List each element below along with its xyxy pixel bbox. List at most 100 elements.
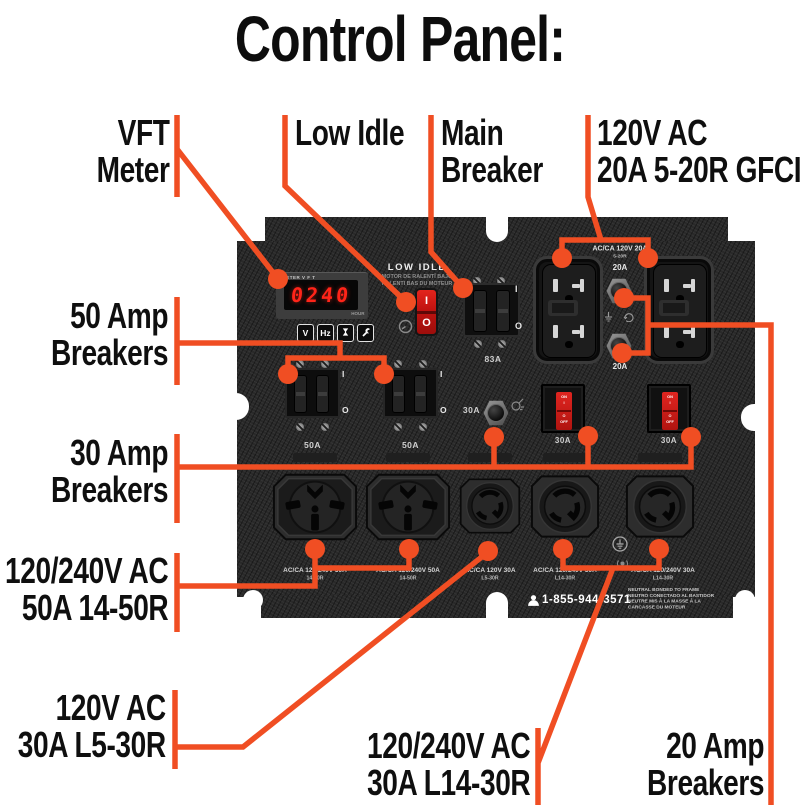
low-rpm-gauge-icon bbox=[398, 319, 413, 339]
breaker-on-mark: I bbox=[440, 369, 443, 379]
breaker-lever[interactable] bbox=[473, 290, 487, 332]
breaker-50a[interactable]: I O 50A bbox=[383, 360, 447, 452]
gfci-test-reset-buttons[interactable] bbox=[659, 300, 689, 316]
plug-symbol-icon bbox=[511, 398, 526, 417]
screw-icon bbox=[394, 360, 402, 368]
reset-arrow-icon bbox=[623, 309, 635, 327]
breaker-lever[interactable] bbox=[414, 375, 427, 413]
outlet-label-sub: L5-30R bbox=[481, 574, 499, 581]
push-breaker-30a[interactable] bbox=[483, 400, 509, 426]
panel-notch-bottom bbox=[486, 592, 508, 618]
panel-notch-top bbox=[486, 215, 508, 242]
screw-icon bbox=[498, 340, 506, 348]
screw-icon bbox=[394, 423, 402, 431]
rocker-off-word: OFF bbox=[560, 420, 568, 424]
breaker-50a[interactable]: I O 50A bbox=[285, 360, 349, 452]
outlet-label-sub: L14-30R bbox=[652, 574, 674, 581]
rocker-on-word: ON bbox=[667, 395, 673, 399]
push-breaker-cap bbox=[487, 404, 505, 422]
outlet-label: AC/CA 120V 30A L5-30R bbox=[438, 567, 542, 581]
hourglass-button[interactable] bbox=[337, 324, 354, 342]
callout-vft-meter: VFT Meter bbox=[97, 114, 170, 188]
rocker-30a-rating: 30A bbox=[660, 436, 678, 445]
callout-line: 30 Amp bbox=[69, 432, 168, 473]
breaker-on-mark: I bbox=[515, 284, 518, 294]
wrench-icon bbox=[361, 327, 371, 339]
screw-icon bbox=[474, 340, 482, 348]
screw-icon bbox=[321, 360, 329, 368]
gfci-slot bbox=[580, 325, 584, 338]
breaker-lever[interactable] bbox=[392, 375, 405, 413]
low-idle-subtitle-es: MOTOR DE RALENTÍ BAJO bbox=[381, 273, 453, 280]
screw-icon bbox=[419, 360, 427, 368]
low-idle-switch[interactable]: I O bbox=[415, 288, 438, 336]
rocker-off-symbol: O bbox=[668, 414, 672, 418]
outlet-tab bbox=[638, 453, 682, 462]
operator-icon bbox=[527, 594, 540, 612]
vibration-icon bbox=[615, 556, 630, 574]
breaker-off-mark: O bbox=[342, 405, 349, 415]
earth-ground-icon bbox=[612, 536, 628, 557]
rocker-on-symbol: I bbox=[563, 401, 565, 405]
outlet-label-sub: 14-50R bbox=[306, 574, 324, 581]
rocker-divider bbox=[663, 410, 677, 413]
rocker-breaker-30a[interactable]: ON I O OFF bbox=[541, 384, 585, 433]
outlet-l5-30r bbox=[459, 475, 521, 542]
callout-line: Breakers bbox=[50, 469, 168, 510]
screw-icon bbox=[296, 360, 304, 368]
volts-button[interactable]: V bbox=[297, 324, 314, 342]
gfci-breaker-bottom-rating: 20A bbox=[612, 362, 628, 371]
gfci-slot bbox=[572, 330, 580, 334]
breaker-lever[interactable] bbox=[496, 290, 510, 332]
gfci-slot bbox=[580, 279, 584, 292]
outlet-label-main: AC/CA 120/240V 50A bbox=[283, 567, 347, 575]
callout-line: Breaker bbox=[441, 149, 543, 190]
outlet-tab bbox=[293, 453, 337, 462]
main-breaker[interactable]: I O 83A bbox=[461, 272, 531, 368]
callout-line: Meter bbox=[97, 149, 170, 190]
rocker-breaker-30a[interactable]: ON I O OFF bbox=[647, 384, 691, 433]
push-breaker-cap bbox=[610, 282, 628, 300]
rocker-off-word: OFF bbox=[666, 420, 674, 424]
panel-notch-left bbox=[233, 393, 249, 420]
rocker-on-symbol: I bbox=[669, 401, 671, 405]
callout-line: 120V AC bbox=[597, 112, 708, 153]
callout-line: 30A L5-30R bbox=[17, 724, 166, 765]
outlet-label-main: AC/CA 120/240V 30A bbox=[533, 567, 597, 575]
outlet-14-50r bbox=[272, 472, 358, 547]
rocker-off-symbol: O bbox=[562, 414, 566, 418]
breaker-lever[interactable] bbox=[316, 375, 329, 413]
screw-icon bbox=[419, 423, 427, 431]
hourglass-icon bbox=[341, 327, 350, 339]
outlet-tab bbox=[543, 453, 587, 462]
main-breaker-body bbox=[463, 283, 520, 337]
breaker-50a-rating: 50A bbox=[303, 440, 322, 450]
callout-line: VFT bbox=[118, 112, 170, 153]
gfci-ground-hole bbox=[565, 341, 573, 348]
gfci-ground-hole bbox=[676, 341, 684, 348]
switch-divider bbox=[417, 310, 436, 314]
panel-corner-cutout bbox=[243, 590, 263, 610]
callout-l5-30r: 120V AC 30A L5-30R bbox=[18, 689, 166, 763]
callout-20a-breakers: 20 Amp Breakers bbox=[647, 727, 764, 801]
callout-line: Main bbox=[441, 112, 504, 153]
outlet-label-main: AC/CA 120V 30A bbox=[464, 567, 516, 575]
high-rpm-gauge-icon bbox=[398, 292, 413, 312]
wrench-button[interactable] bbox=[357, 324, 374, 342]
gfci-test-reset-buttons[interactable] bbox=[548, 300, 578, 316]
callout-line: 30A L14-30R bbox=[366, 762, 531, 803]
gfci-slot bbox=[553, 279, 558, 292]
outlet-label: AC/CA 120/240V 50A 14-50R bbox=[263, 567, 367, 581]
outlet-label-sub: L14-30R bbox=[554, 574, 576, 581]
push-breaker-30a-rating: 30A bbox=[462, 405, 480, 415]
page-title: Control Panel: bbox=[234, 3, 566, 75]
gfci-slot bbox=[683, 284, 691, 288]
push-breaker-cap bbox=[610, 337, 628, 355]
meter-unit-label: HOUR bbox=[350, 311, 364, 316]
callout-low-idle: Low Idle bbox=[295, 114, 405, 151]
breaker-lever[interactable] bbox=[294, 375, 307, 413]
hertz-button[interactable]: Hz bbox=[317, 324, 334, 342]
outlet-l14-30r bbox=[625, 474, 695, 544]
rocker-on-word: ON bbox=[561, 395, 567, 399]
